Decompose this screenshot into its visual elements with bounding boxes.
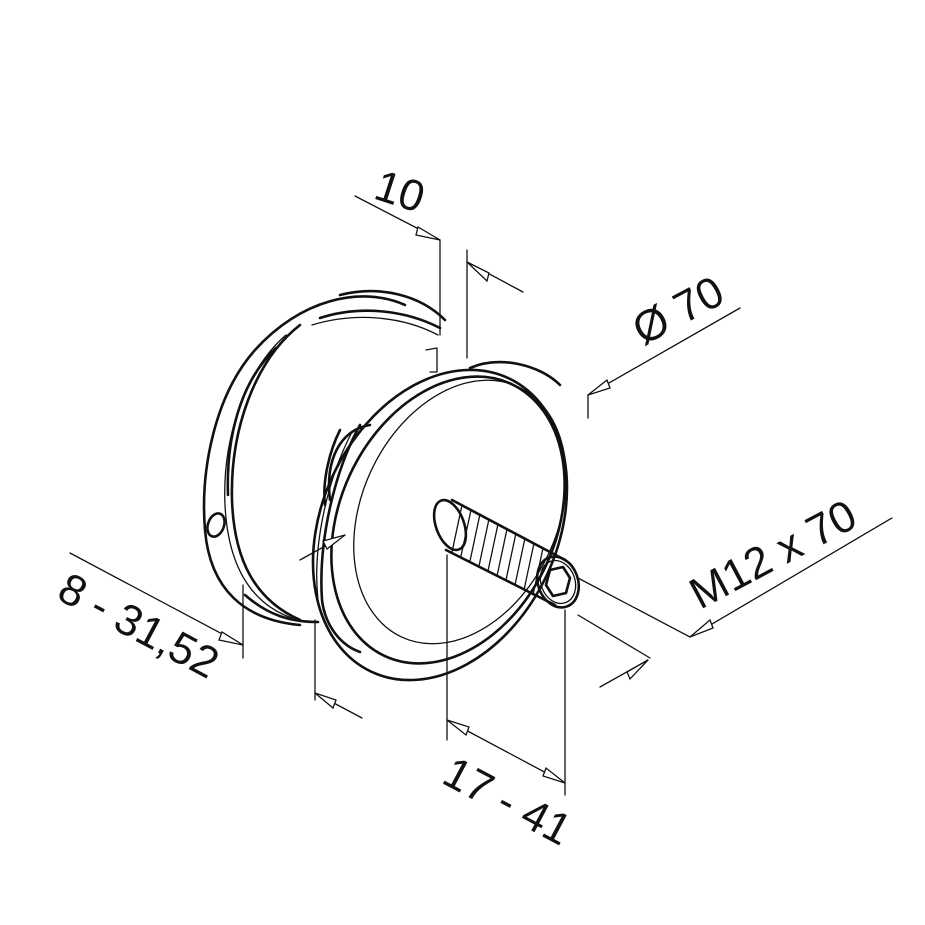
dimension-bolt [577, 517, 893, 638]
dimension-offset-label: 17 - 41 [435, 748, 579, 856]
hex-socket [544, 565, 572, 598]
dimension-diameter [587, 307, 741, 419]
dimension-diameter-label: Ø 70 [625, 267, 732, 355]
dimension-thickness [354, 195, 524, 359]
dimension-offset [446, 554, 651, 796]
screw-hole [206, 512, 226, 538]
threaded-bolt [432, 498, 581, 609]
front-disc [311, 360, 569, 682]
dimension-thickness-label: 10 [369, 161, 431, 223]
rear-disc [202, 289, 447, 627]
dimension-glass-range [69, 534, 363, 719]
dimension-glass-range-label: 8 - 31,52 [50, 564, 226, 689]
dimension-bolt-label: M12 x 70 [682, 491, 865, 619]
